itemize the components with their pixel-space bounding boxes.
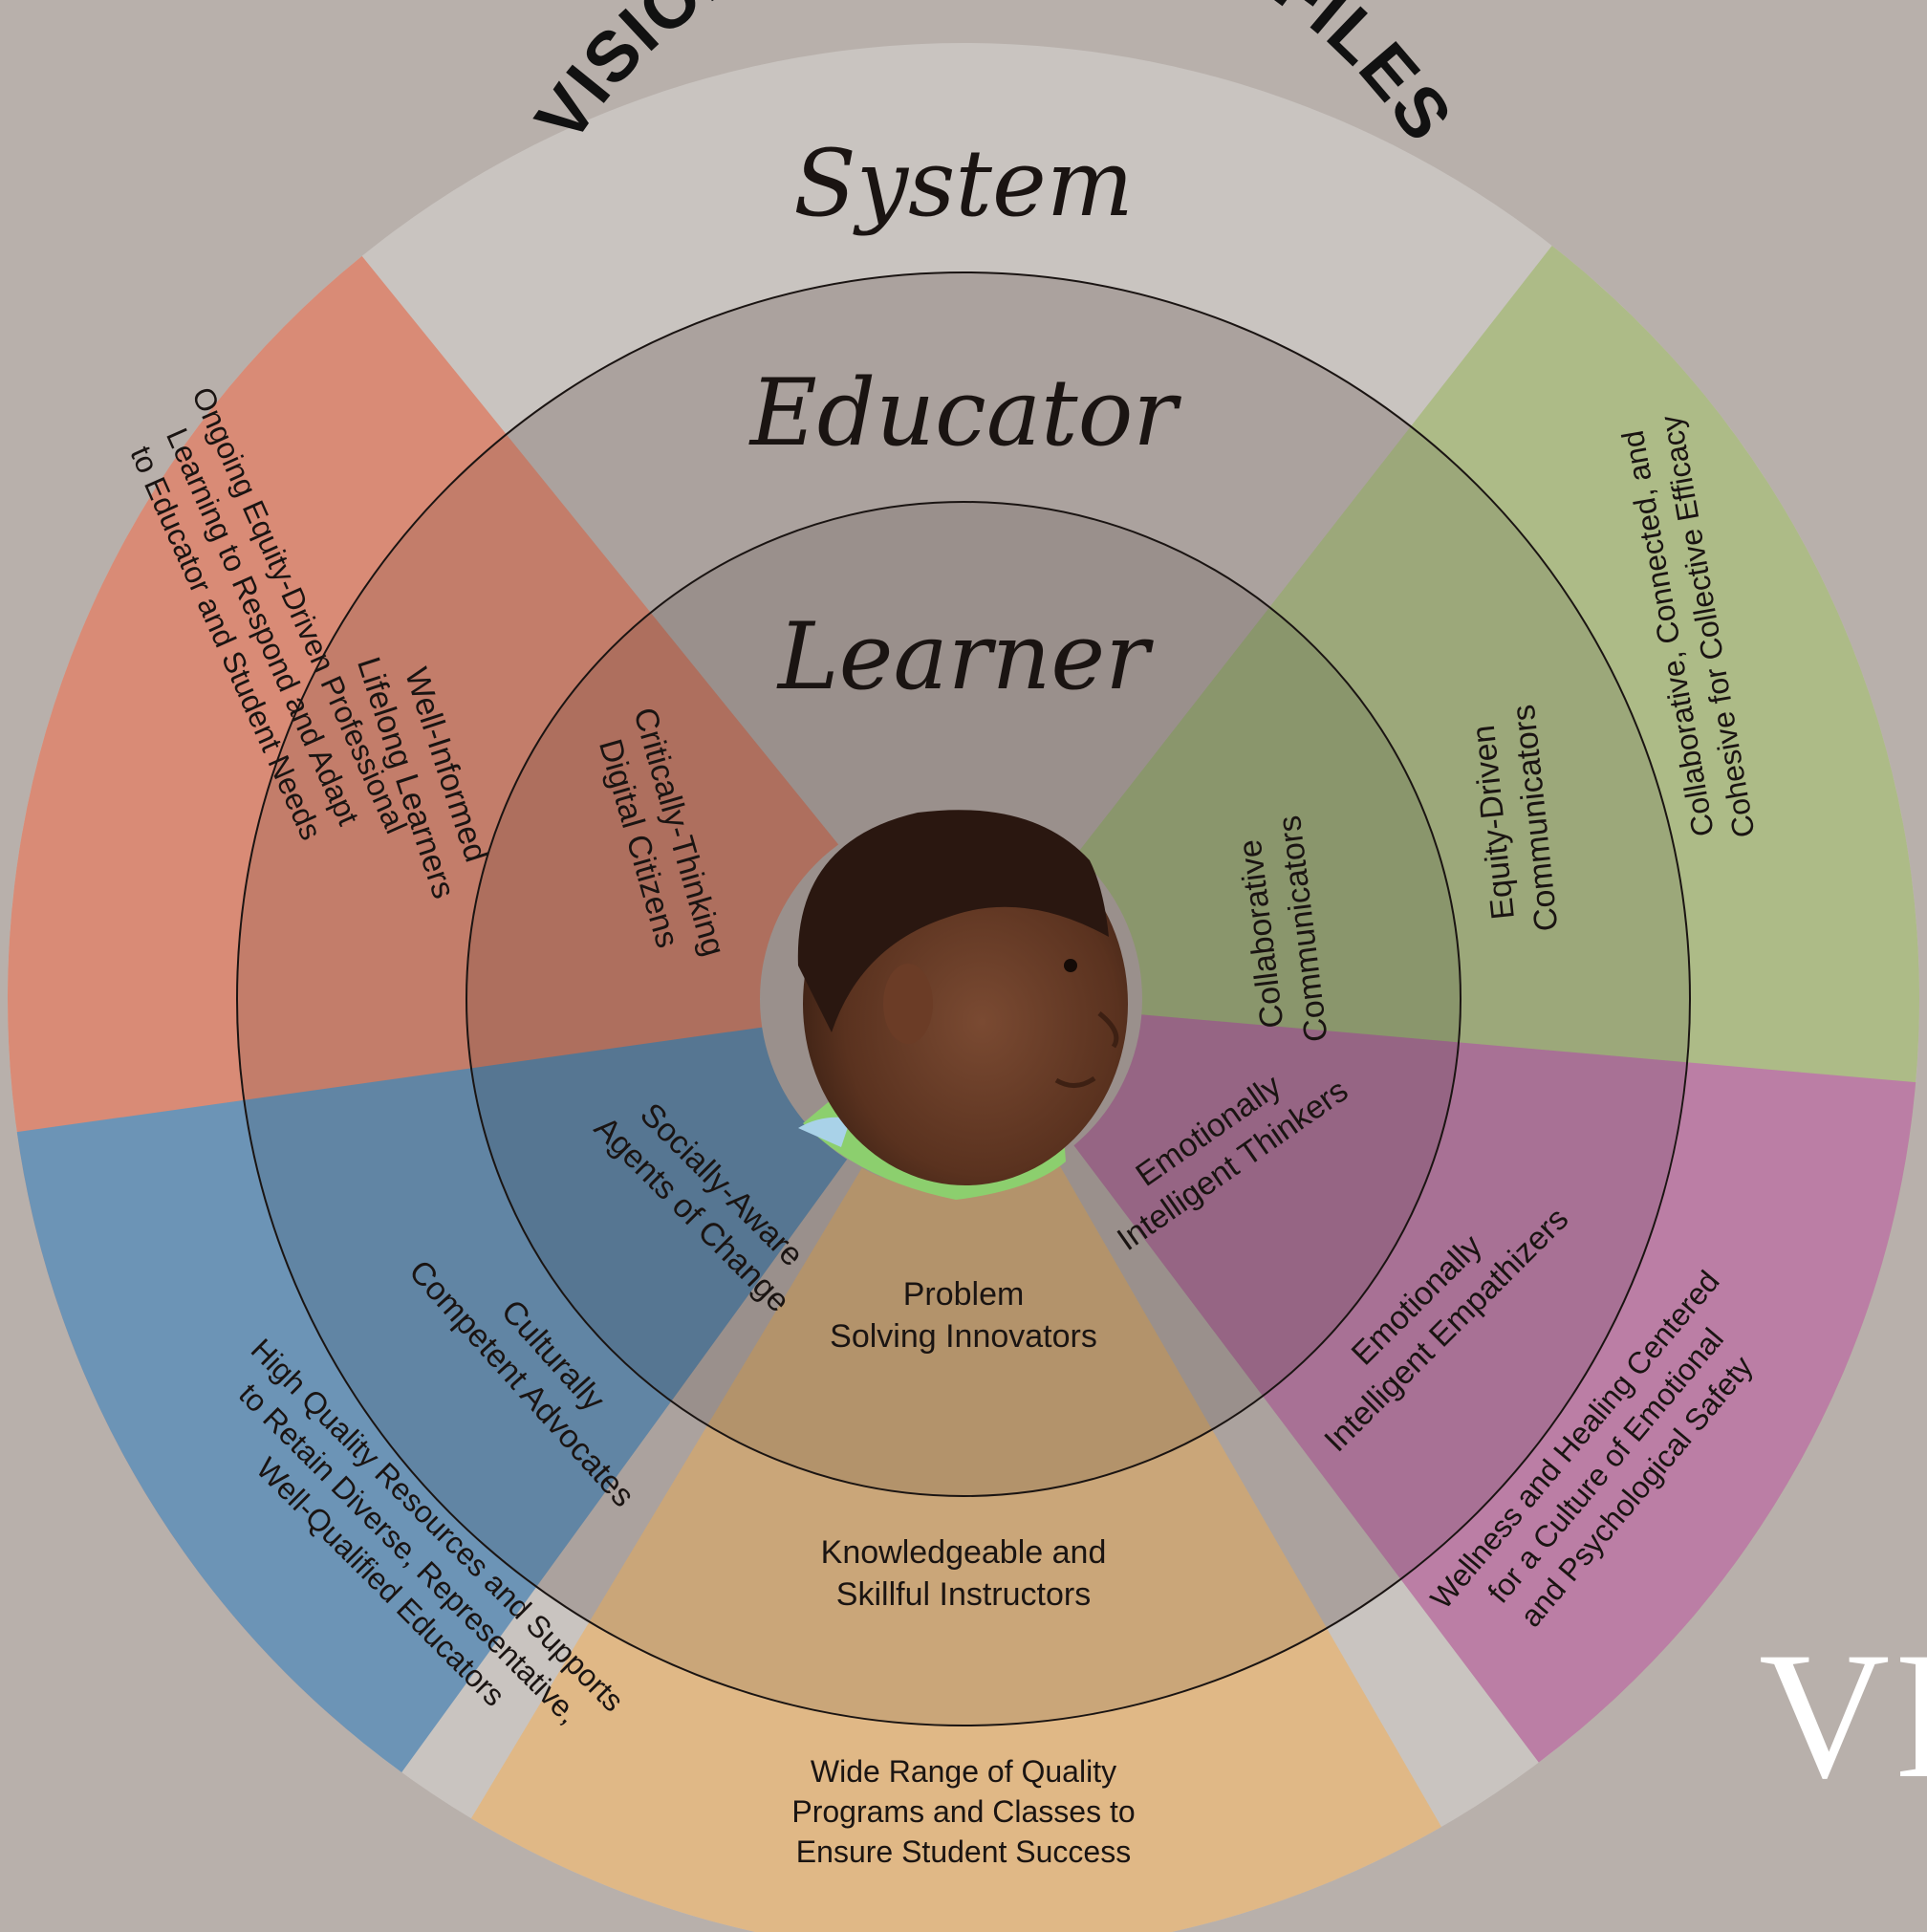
purple-learner-wedge (1050, 1011, 1460, 1397)
orange-educator-wedge (589, 1424, 1327, 1726)
purple-educator-wedge (1262, 1042, 1688, 1579)
child-photo (760, 808, 1142, 1200)
orange-system-label-line: Programs and Classes to (791, 1794, 1135, 1829)
educator-ring-label: Educator (748, 359, 1182, 467)
orange-educator-label-line: Skillful Instructors (836, 1576, 1091, 1613)
orange-educator-label-line: Knowledgeable and (821, 1534, 1107, 1571)
educator-ring-border (236, 271, 1691, 1726)
learner-ring-label: Learner (776, 603, 1154, 710)
orange-system-label-line: Ensure Student Success (796, 1834, 1131, 1869)
sector-wedges (7, 245, 1920, 1932)
orange-learner-label-line: Problem (903, 1276, 1025, 1313)
orange-learner-label-line: Solving Innovators (830, 1318, 1097, 1355)
purple-system-wedge (1400, 1062, 1916, 1763)
system-ring-label: System (793, 130, 1134, 237)
blue-system-wedge (16, 1099, 537, 1773)
corner-letters: VI (1759, 1616, 1927, 1816)
learner-ring-border (466, 501, 1461, 1497)
orange-learner-wedge (707, 1121, 1212, 1497)
blue-educator-wedge (244, 1068, 672, 1587)
orange-system-wedge (470, 1621, 1441, 1932)
orange-system-label-line: Wide Range of Quality (811, 1754, 1116, 1789)
